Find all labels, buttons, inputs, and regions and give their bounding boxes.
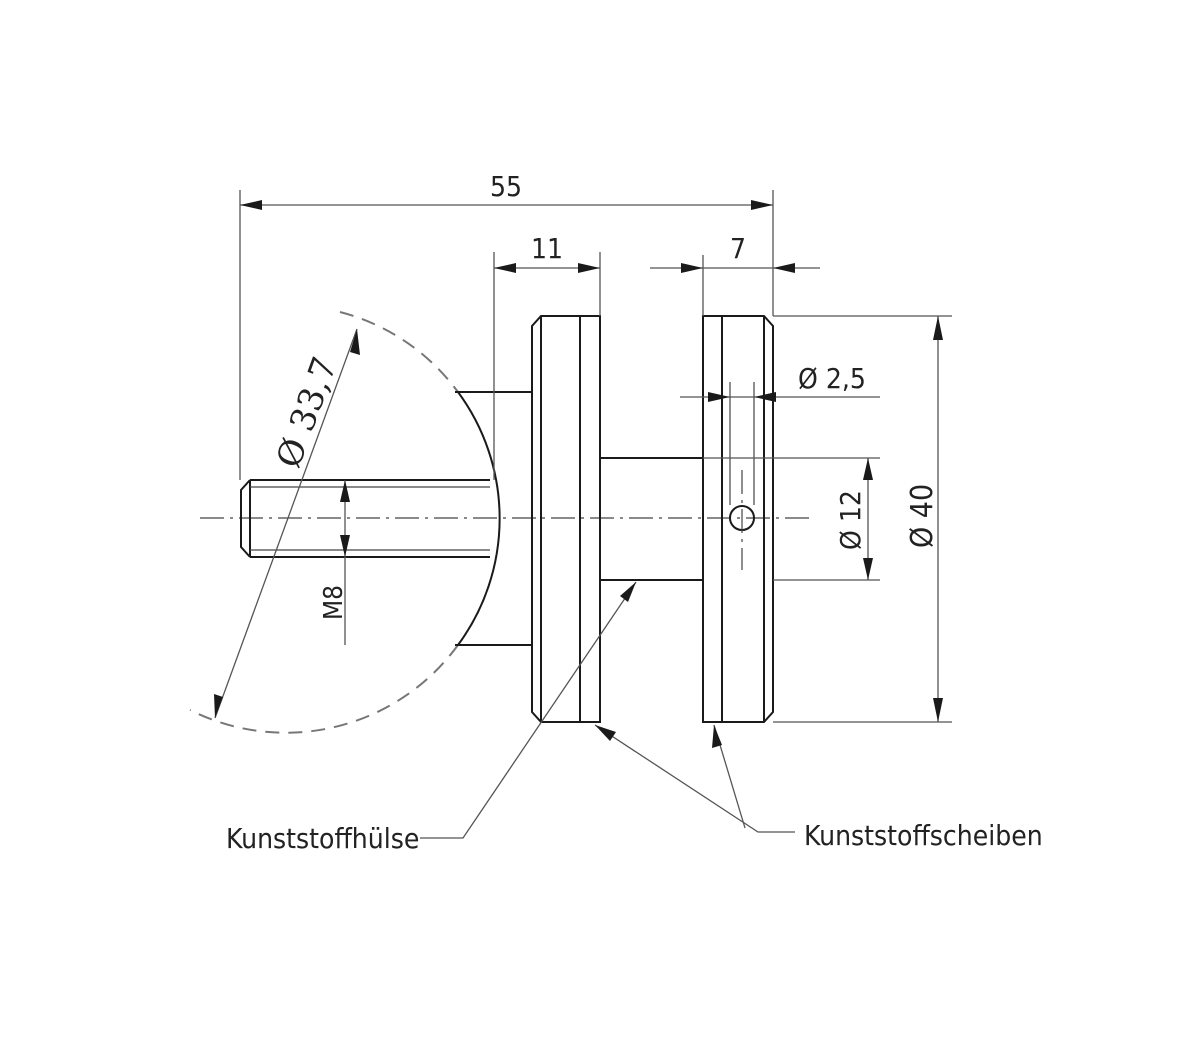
label-sleeve-leader: Kunststoffhülse [226,581,637,855]
left-disc [531,315,601,723]
svg-text:55: 55 [490,170,522,203]
shaft [600,457,703,581]
label-discs-leader: Kunststoffscheiben [594,724,1043,852]
right-disc [702,315,774,723]
svg-text:Ø 12: Ø 12 [834,490,867,550]
svg-text:11: 11 [531,232,563,265]
dim-overall-length: 55 [239,170,774,480]
threaded-stud [240,479,490,558]
svg-text:Ø 33,7: Ø 33,7 [269,352,346,473]
dim-disc-diameter: Ø 40 [773,315,952,723]
label-sleeve: Kunststoffhülse [226,822,419,855]
dim-disc-width: 7 [650,232,820,316]
dim-hole-diameter: Ø 2,5 [680,362,880,402]
dim-sleeve-width: 11 [493,232,601,480]
svg-text:Ø 2,5: Ø 2,5 [798,362,866,395]
svg-text:M8: M8 [319,585,349,620]
svg-text:Ø 40: Ø 40 [905,484,940,548]
pipe-outline [189,311,501,734]
dim-shaft-diameter: Ø 12 [703,457,880,581]
dim-thread: M8 [319,480,350,645]
label-discs: Kunststoffscheiben [804,819,1043,852]
svg-text:7: 7 [730,232,746,265]
dim-pipe-diameter: Ø 33,7 [214,328,360,719]
